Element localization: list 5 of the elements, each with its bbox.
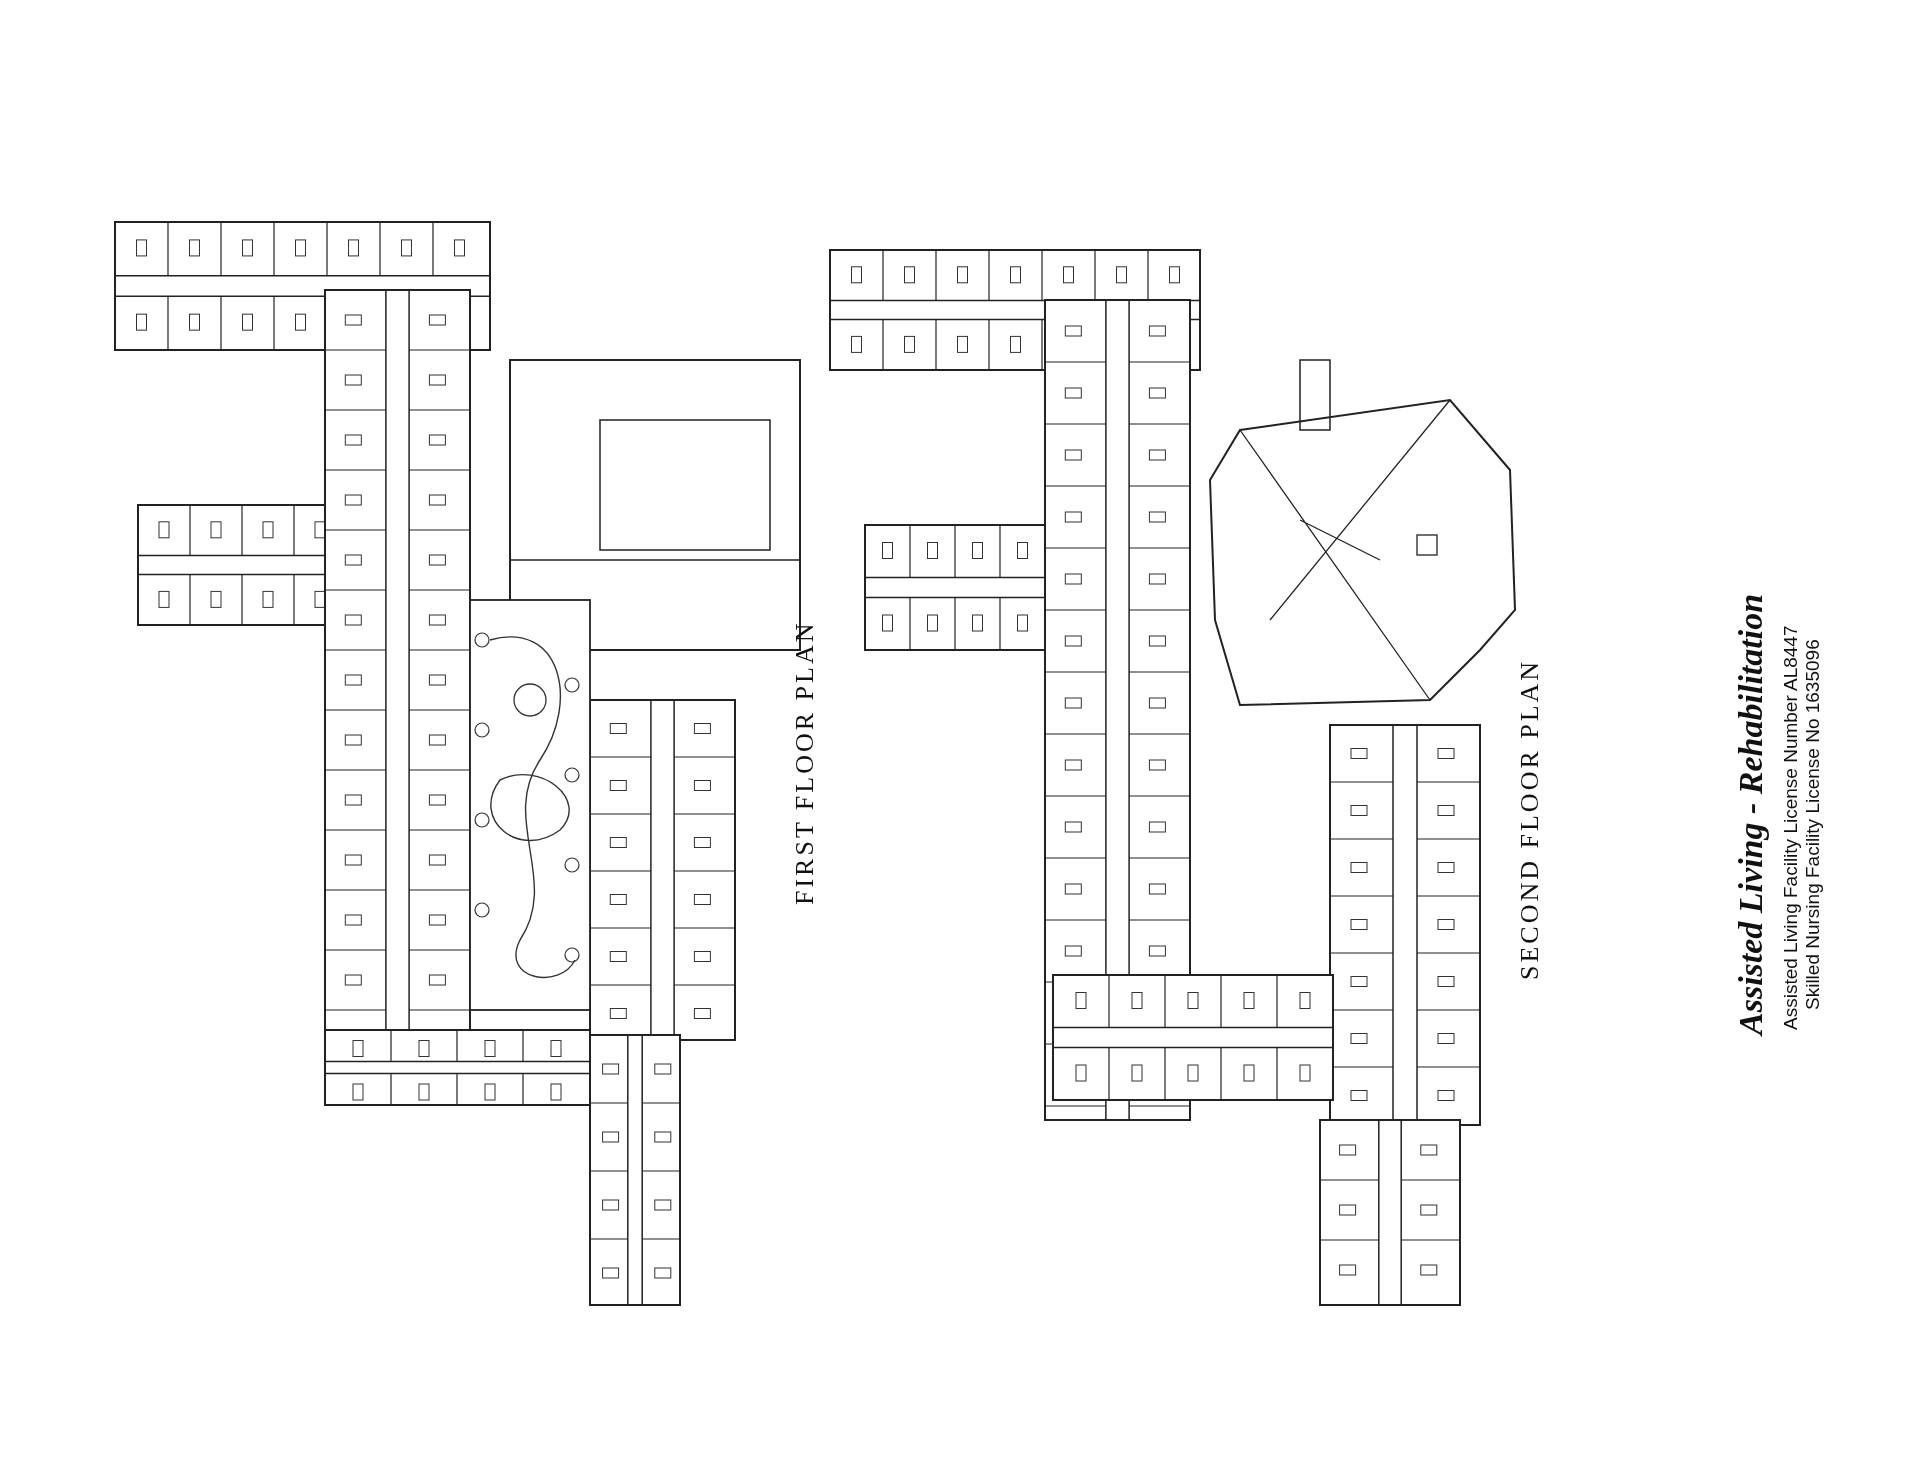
plan-title: SECOND FLOOR PLAN	[1515, 658, 1545, 980]
plan-title: FIRST FLOOR PLAN	[790, 620, 820, 905]
license-note: Assisted Living Facility License Number AL8447	[1780, 625, 1802, 1030]
license-note: Skilled Nursing Facility License No 1635096	[1802, 639, 1824, 1010]
tagline: Assisted Living - Rehabilitation	[1732, 593, 1770, 1035]
